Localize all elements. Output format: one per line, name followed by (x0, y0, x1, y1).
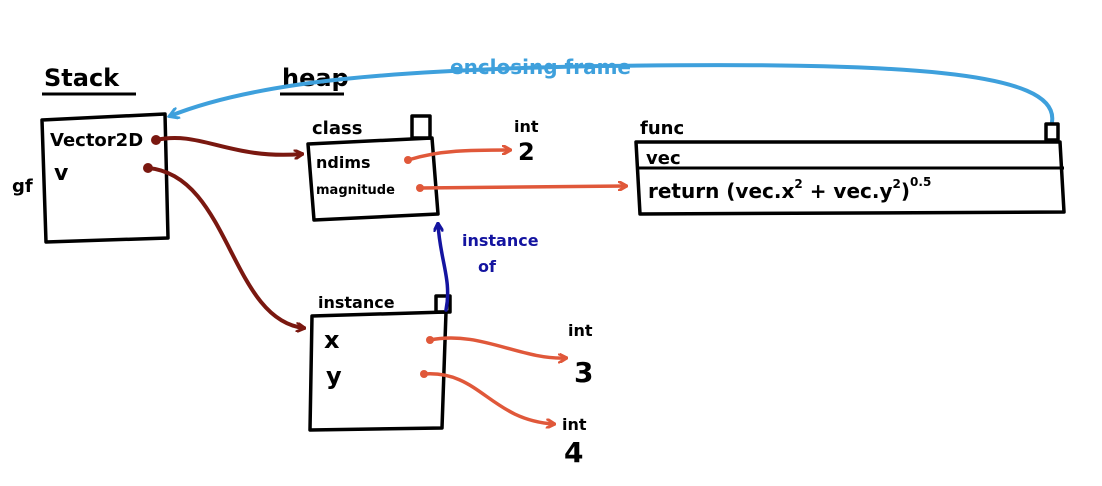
func-header: func (640, 118, 684, 139)
instance-of-label-1: instance (462, 231, 539, 250)
x-to-int-arrow (428, 336, 566, 358)
int-3-type: int (568, 321, 593, 340)
int-4-value: 4 (564, 436, 583, 469)
int-2-value: 2 (518, 138, 535, 166)
attr-magnitude: magnitude (316, 183, 395, 198)
stack-label: Stack (44, 64, 120, 92)
int-2-type: int (514, 117, 539, 136)
global-frame-box (40, 112, 170, 244)
var-v: v (54, 161, 69, 186)
int-4-type: int (562, 415, 587, 434)
attr-y: y (326, 362, 342, 390)
func-box (634, 140, 1066, 216)
func-body: return (vec.x2 + vec.y2)0.5 (648, 175, 931, 203)
ndims-to-int-arrow (406, 150, 510, 162)
instance-header: instance (318, 293, 395, 312)
magnitude-to-func-arrow (418, 186, 626, 188)
vector2d-to-class-arrow (154, 135, 302, 155)
frame-name: gf (12, 176, 33, 197)
y-to-int-arrow (422, 372, 554, 424)
int-3-value: 3 (574, 356, 593, 389)
class-box (306, 136, 440, 222)
class-parent-slot (410, 114, 432, 140)
func-param: vec (646, 148, 681, 169)
attr-ndims: ndims (316, 153, 371, 172)
var-vector2d: Vector2D (50, 130, 143, 151)
class-header: class (312, 118, 362, 139)
instance-of-label-2: of (478, 257, 497, 276)
attr-x: x (324, 326, 340, 354)
enclosing-frame-label: enclosing frame (450, 55, 631, 79)
instance-box (308, 310, 448, 432)
v-to-instance-arrow (146, 166, 304, 328)
instance-of-arrow (438, 224, 450, 312)
func-parent-slot (1044, 122, 1060, 142)
enclosing-frame-arrow (170, 63, 1055, 124)
